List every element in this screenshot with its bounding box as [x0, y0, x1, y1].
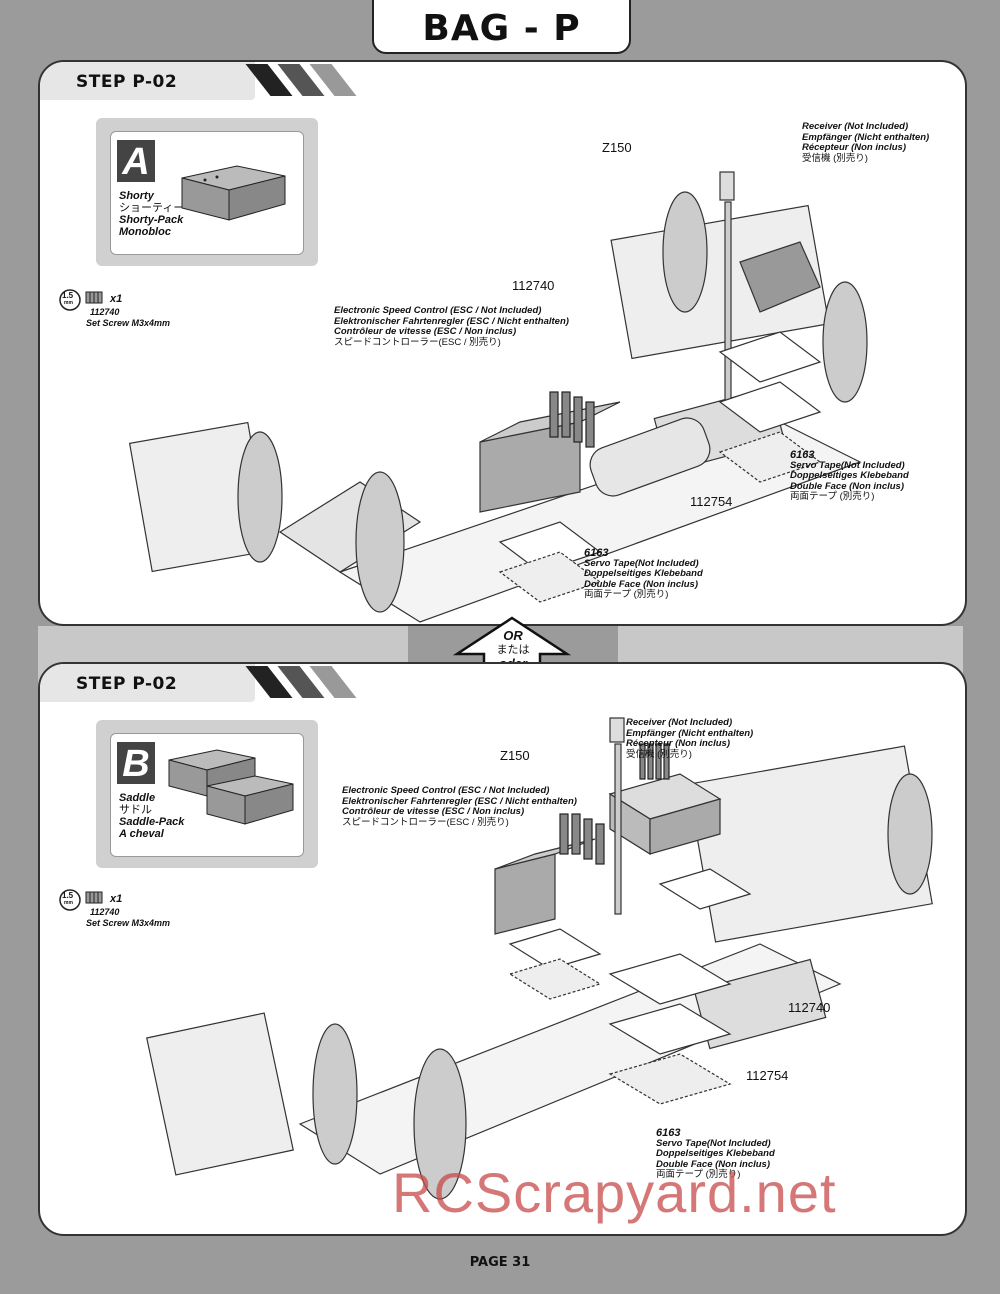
- chassis-illustration-a: [128, 171, 868, 623]
- hex-wrench-icon: [59, 289, 81, 311]
- part-112754: 112754: [746, 1068, 789, 1083]
- esc-label: Electronic Speed Control (ESC / Not Incl…: [334, 305, 569, 348]
- receiver-label: Receiver (Not Included)Empfänger (Nicht …: [802, 121, 930, 164]
- option-card: B Saddle サドル Saddle-Pack A cheval: [110, 733, 304, 857]
- page-number: PAGE 31: [469, 1255, 531, 1270]
- hex-wrench-icon: [59, 889, 81, 911]
- part-112740: 112740: [788, 1000, 831, 1015]
- chassis-illustration-b: [146, 717, 933, 1200]
- part-112754: 112754: [690, 494, 733, 509]
- bag-title: BAG - P: [422, 8, 581, 49]
- option-inset: A Shorty ショーティー Shorty-Pack Monobloc: [96, 118, 318, 266]
- step-title: STEP P-02: [76, 674, 178, 694]
- set-screw-icon: [85, 891, 103, 904]
- step-panel-b: STEP P-02 B Saddle サドル Saddle-Pack A che…: [38, 662, 967, 1236]
- option-card: A Shorty ショーティー Shorty-Pack Monobloc: [110, 131, 304, 255]
- part-z150: Z150: [500, 748, 530, 763]
- step-title-bar: [40, 664, 255, 702]
- part-z150: Z150: [602, 140, 632, 155]
- esc-label: Electronic Speed Control (ESC / Not Incl…: [342, 785, 577, 828]
- part-112740: 112740: [512, 278, 555, 293]
- watermark: RCScrapyard.net: [392, 1161, 837, 1224]
- option-names: Saddle サドル Saddle-Pack A cheval: [119, 792, 185, 840]
- battery-shorty-icon: [181, 165, 286, 221]
- receiver-label: Receiver (Not Included)Empfänger (Nicht …: [626, 717, 754, 760]
- option-inset: B Saddle サドル Saddle-Pack A cheval: [96, 720, 318, 868]
- set-screw-icon: [85, 291, 103, 304]
- battery-saddle-icon: [168, 749, 294, 825]
- option-names: Shorty ショーティー Shorty-Pack Monobloc: [119, 190, 185, 238]
- option-badge: A: [117, 140, 155, 183]
- step-title-bar: [40, 62, 255, 100]
- option-badge: B: [117, 742, 155, 785]
- step-panel-a: STEP P-02 A Shorty ショーティー Shorty-Pack Mo…: [38, 60, 967, 626]
- page-header: BAG - P: [372, 0, 631, 54]
- step-title: STEP P-02: [76, 72, 178, 92]
